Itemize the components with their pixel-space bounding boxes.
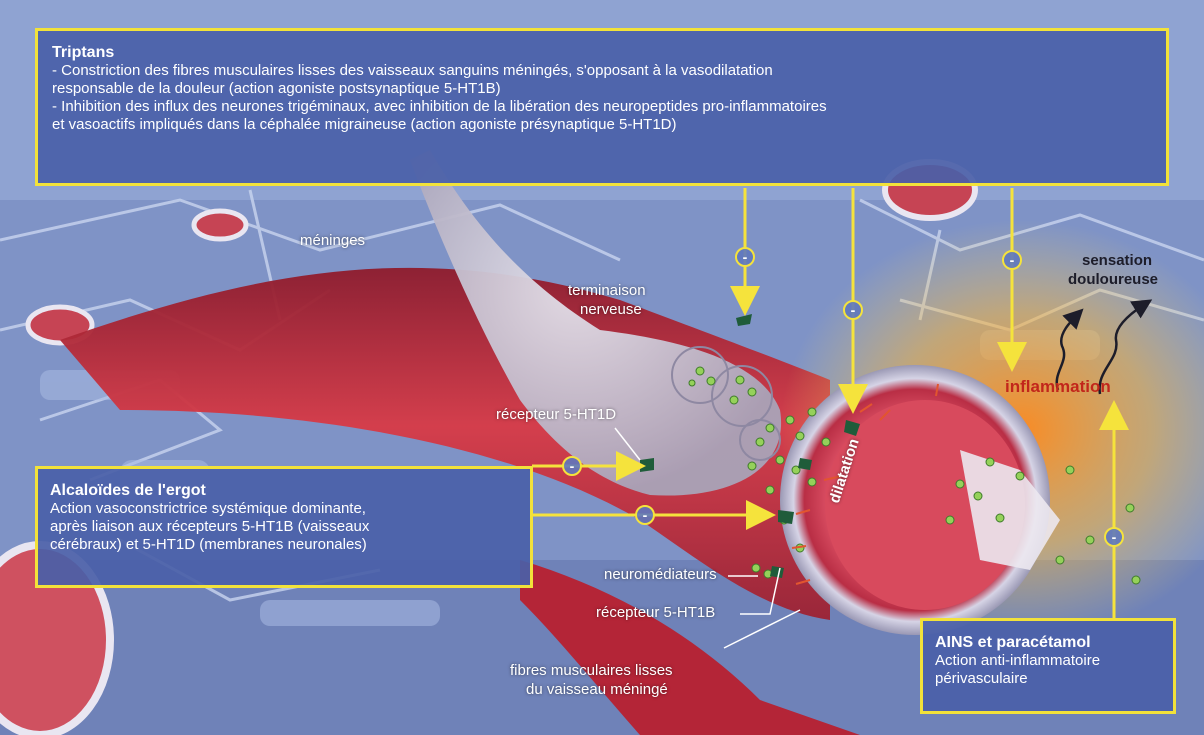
label-fibres-2: du vaisseau méningé — [526, 681, 668, 699]
label-sensation-2: douloureuse — [1068, 271, 1158, 289]
label-recepteur-5ht1d: récepteur 5-HT1D — [496, 406, 616, 424]
ergot-line-1: Action vasoconstrictrice systémique domi… — [50, 500, 518, 518]
ergot-line-2: après liaison aux récepteurs 5-HT1B (vai… — [50, 518, 518, 536]
ains-line-1: Action anti-inflammatoire — [935, 652, 1161, 670]
label-recepteur-5ht1b: récepteur 5-HT1B — [596, 604, 715, 622]
label-fibres-1: fibres musculaires lisses — [510, 662, 673, 680]
triptans-box: Triptans - Constriction des fibres muscu… — [35, 28, 1169, 186]
ergot-title: Alcaloïdes de l'ergot — [50, 481, 518, 500]
triptans-line-4: et vasoactifs impliqués dans la céphalée… — [52, 116, 1152, 134]
ains-title: AINS et paracétamol — [935, 633, 1161, 652]
ains-box: AINS et paracétamol Action anti-inflamma… — [920, 618, 1176, 714]
label-terminaison-2: nerveuse — [580, 301, 642, 319]
ergot-box: Alcaloïdes de l'ergot Action vasoconstri… — [35, 466, 533, 588]
minus-marker: - — [562, 456, 582, 476]
minus-marker: - — [1104, 527, 1124, 547]
triptans-line-3: - Inhibition des influx des neurones tri… — [52, 98, 1152, 116]
minus-marker: - — [635, 505, 655, 525]
minus-marker: - — [1002, 250, 1022, 270]
triptans-line-2: responsable de la douleur (action agonis… — [52, 80, 1152, 98]
label-inflammation: inflammation — [1005, 378, 1111, 396]
triptans-title: Triptans — [52, 43, 1152, 62]
label-neuromediateurs: neuromédiateurs — [604, 566, 717, 584]
minus-marker: - — [843, 300, 863, 320]
ergot-line-3: cérébraux) et 5-HT1D (membranes neuronal… — [50, 536, 518, 554]
label-sensation-1: sensation — [1082, 252, 1152, 270]
ains-line-2: périvasculaire — [935, 670, 1161, 688]
minus-marker: - — [735, 247, 755, 267]
triptans-line-1: - Constriction des fibres musculaires li… — [52, 62, 1152, 80]
label-meninges: méninges — [300, 232, 365, 250]
label-terminaison-1: terminaison — [568, 282, 646, 300]
